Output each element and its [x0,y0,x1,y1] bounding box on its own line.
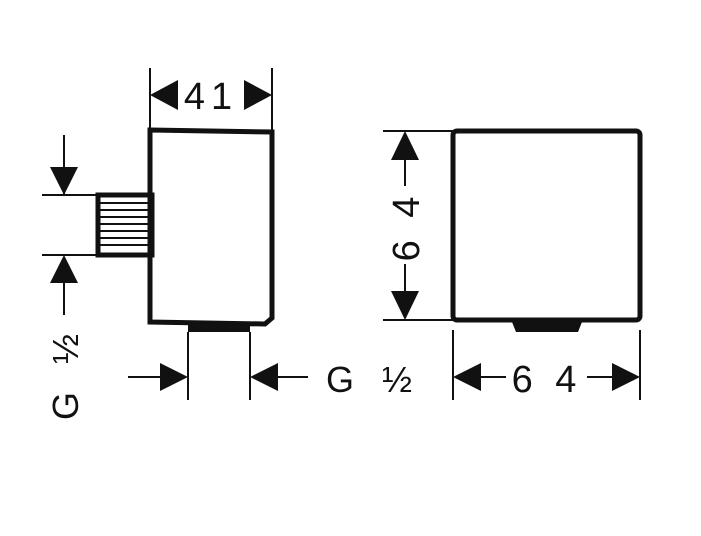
arrow-up [391,131,419,160]
arrow-down [50,167,78,195]
side-body-outline [147,127,275,327]
side-thread-label-vertical: G ½ [45,334,86,420]
arrow-up [50,255,78,283]
front-height-dimension: 6 4 [383,130,453,321]
side-bottom-outlet [188,322,250,332]
bottom-outlet-dimension: G ½ [128,332,412,400]
side-view: 41 G ½ G ½ [42,68,412,420]
side-thread-dimension: G ½ [42,135,98,420]
front-width-label: 6 4 [512,359,583,401]
arrow-down [391,291,419,320]
arrow-left [150,80,178,110]
side-thread-connector [95,192,155,258]
arrow-right [244,80,272,110]
side-width-label: 41 [184,76,238,118]
arrow-left [453,363,481,391]
arrow-right [160,363,188,391]
front-width-dimension: 6 4 [452,330,641,401]
front-height-label: 6 4 [386,191,428,262]
side-width-dimension: 41 [149,68,273,132]
front-bottom-outlet [512,322,582,332]
bottom-thread-label: G ½ [326,359,412,400]
front-view: 6 4 6 4 [383,128,643,401]
arrow-left [250,363,278,391]
arrow-right [612,363,640,391]
side-thread-lines [100,202,150,246]
front-body-outline [450,128,643,323]
